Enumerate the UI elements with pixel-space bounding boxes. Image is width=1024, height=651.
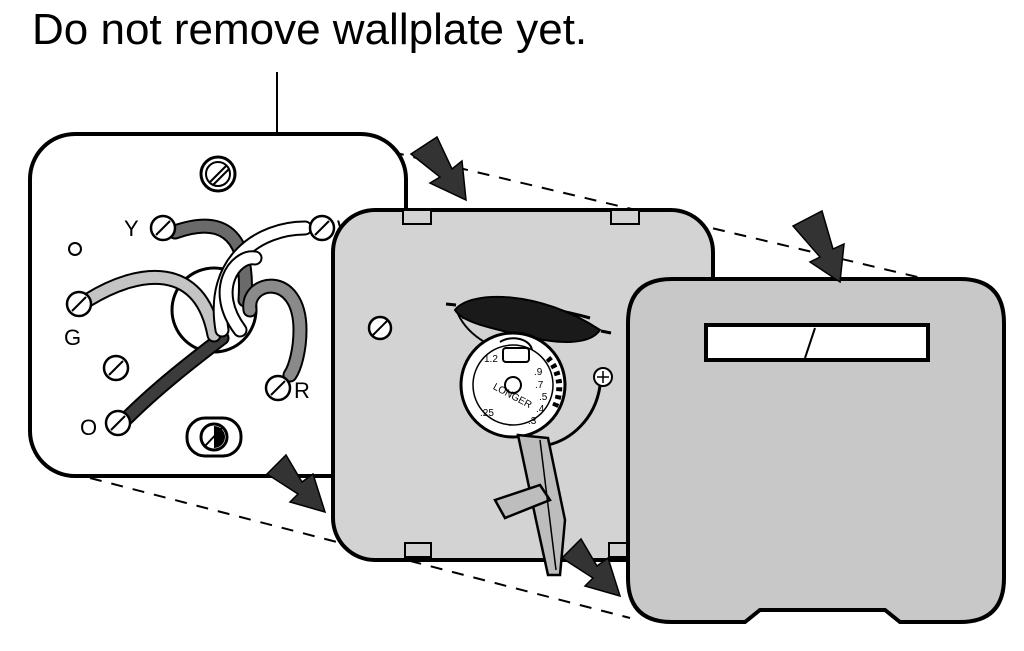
dial-number: .5 xyxy=(539,392,548,403)
arrow-icon xyxy=(265,453,327,514)
dial-number: 1.2 xyxy=(484,354,498,365)
terminal-label-y: Y xyxy=(124,216,139,241)
thermostat-cover xyxy=(626,277,1006,624)
terminal-screw-y xyxy=(149,214,177,242)
terminal-screw-r xyxy=(264,374,292,402)
wires xyxy=(80,218,313,426)
terminal-label-g: G xyxy=(64,325,81,350)
screw-icon xyxy=(593,367,613,387)
terminal-screw-w xyxy=(308,214,336,242)
dial-number: .4 xyxy=(536,404,545,415)
mercury-bulb-icon xyxy=(445,295,612,353)
cover-window-indicator xyxy=(804,327,816,359)
terminal-screw-o xyxy=(104,409,132,437)
slot-screw-icon xyxy=(185,416,243,458)
dial-number: .3 xyxy=(528,416,537,427)
screw-icon xyxy=(367,315,393,341)
arrow-icon xyxy=(560,537,622,598)
dial-number: .7 xyxy=(535,380,544,391)
cover-window xyxy=(704,323,930,362)
screw-icon xyxy=(199,155,237,193)
terminal-screw-g xyxy=(65,290,93,318)
contact-lever xyxy=(493,433,567,577)
thermostat-body: 1.2 .9 .7 .5 .4 .3 .25 LONGER xyxy=(331,208,715,577)
dial-number: .25 xyxy=(480,408,494,419)
arrow-icon xyxy=(409,135,467,202)
terminal-label-r: R xyxy=(294,378,310,403)
wallplate: Y W G R O xyxy=(28,132,408,478)
anticipator-dial-icon: 1.2 .9 .7 .5 .4 .3 .25 LONGER xyxy=(459,331,567,439)
screw-icon xyxy=(102,354,130,382)
arrow-icon xyxy=(791,209,845,284)
instruction-caption: Do not remove wallplate yet. xyxy=(32,5,588,54)
wallplate-hole xyxy=(68,242,82,256)
dashed-alignment-lines xyxy=(89,151,931,619)
dial-number: .9 xyxy=(534,367,543,378)
terminal-label-o: O xyxy=(80,415,97,440)
anticipator-wire xyxy=(547,385,602,447)
